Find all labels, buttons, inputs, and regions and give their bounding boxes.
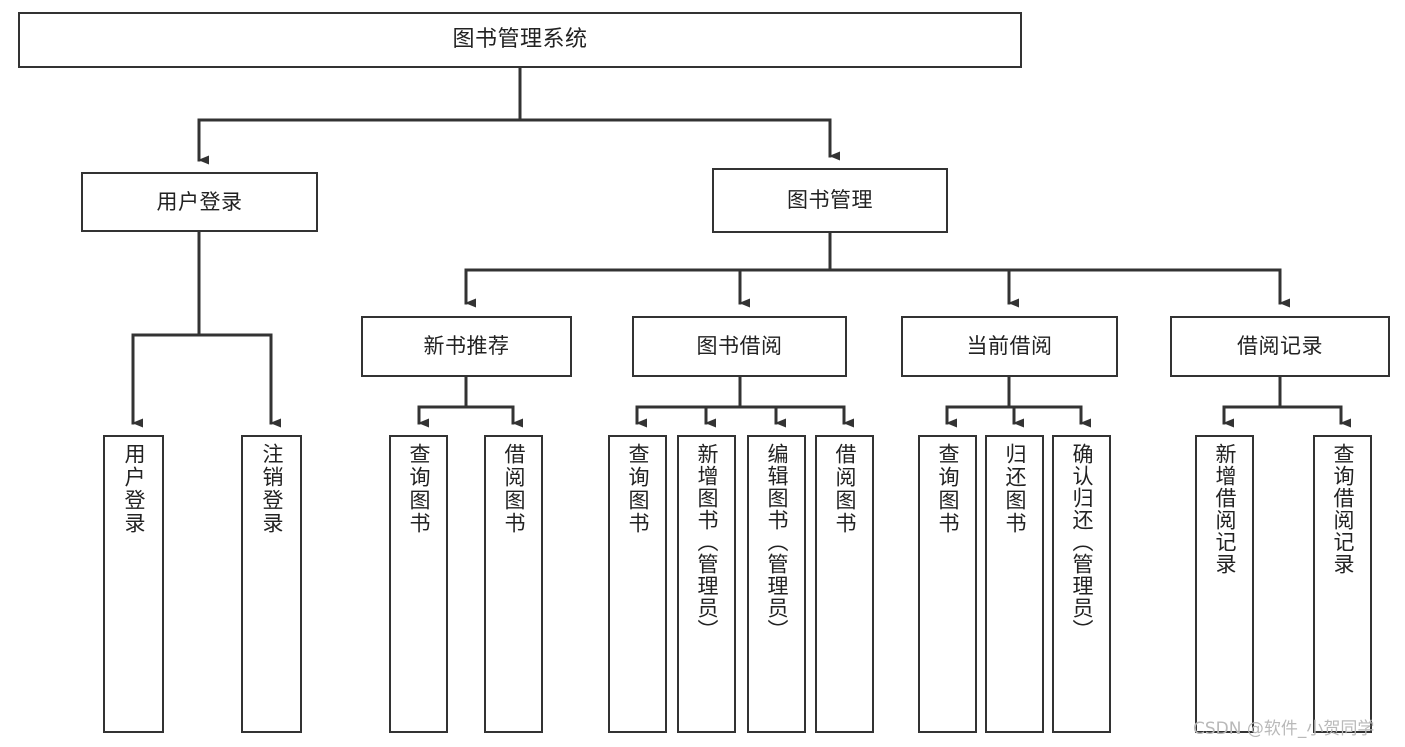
node-leaf-confirm-return-admin[interactable]: 确认归还（管理员） xyxy=(1052,435,1111,733)
node-label: 新增借阅记录 xyxy=(1213,443,1237,575)
node-leaf-borrow-book[interactable]: 借阅图书 xyxy=(815,435,874,733)
node-label: 查询图书 xyxy=(936,443,960,535)
node-label: 新增图书（管理员） xyxy=(695,443,719,641)
node-root-book-management-system[interactable]: 图书管理系统 xyxy=(18,12,1022,68)
node-label: 图书管理 xyxy=(787,188,873,213)
node-borrow-record[interactable]: 借阅记录 xyxy=(1170,316,1390,377)
node-label: 借阅图书 xyxy=(833,443,857,535)
watermark-csdn: CSDN @软件_小贺同学 xyxy=(1193,719,1375,739)
node-book-management[interactable]: 图书管理 xyxy=(712,168,948,233)
node-label: 用户登录 xyxy=(122,443,146,535)
node-user-login[interactable]: 用户登录 xyxy=(81,172,318,232)
node-leaf-add-borrow-record[interactable]: 新增借阅记录 xyxy=(1195,435,1254,733)
node-leaf-user-login[interactable]: 用户登录 xyxy=(103,435,164,733)
node-leaf-logout[interactable]: 注销登录 xyxy=(241,435,302,733)
node-leaf-query-borrow-record[interactable]: 查询借阅记录 xyxy=(1313,435,1372,733)
node-book-borrow[interactable]: 图书借阅 xyxy=(632,316,847,377)
node-label: 当前借阅 xyxy=(966,334,1053,359)
node-label: 归还图书 xyxy=(1003,443,1027,535)
node-leaf-query-book-borrow[interactable]: 查询图书 xyxy=(608,435,667,733)
node-label: 借阅记录 xyxy=(1237,334,1323,359)
node-leaf-query-book-current[interactable]: 查询图书 xyxy=(918,435,977,733)
node-leaf-borrow-book-recommend[interactable]: 借阅图书 xyxy=(484,435,543,733)
node-label: 借阅图书 xyxy=(502,443,526,535)
node-leaf-query-book-recommend[interactable]: 查询图书 xyxy=(389,435,448,733)
node-label: 新书推荐 xyxy=(423,334,510,359)
node-label: 注销登录 xyxy=(260,443,284,535)
node-label: 用户登录 xyxy=(156,189,243,214)
node-leaf-add-book-admin[interactable]: 新增图书（管理员） xyxy=(677,435,736,733)
node-label: 查询图书 xyxy=(407,443,431,535)
node-new-book-recommend[interactable]: 新书推荐 xyxy=(361,316,572,377)
node-leaf-edit-book-admin[interactable]: 编辑图书（管理员） xyxy=(747,435,806,733)
node-label: 确认归还（管理员） xyxy=(1070,443,1094,641)
node-leaf-return-book[interactable]: 归还图书 xyxy=(985,435,1044,733)
node-label: 图书借阅 xyxy=(696,334,783,359)
node-label: 查询图书 xyxy=(626,443,650,535)
node-label: 查询借阅记录 xyxy=(1331,443,1355,575)
node-label: 编辑图书（管理员） xyxy=(765,443,789,641)
node-current-borrow[interactable]: 当前借阅 xyxy=(901,316,1118,377)
node-label: 图书管理系统 xyxy=(452,27,588,53)
